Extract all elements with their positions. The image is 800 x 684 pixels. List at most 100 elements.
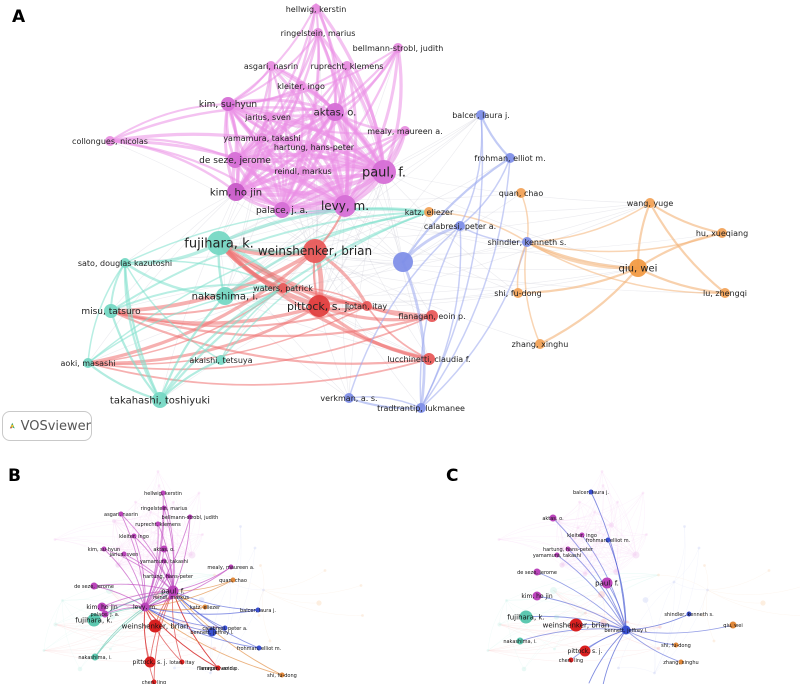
node-teal[interactable]	[216, 355, 226, 365]
node-pink[interactable]	[221, 97, 235, 111]
node-c[interactable]	[516, 637, 524, 645]
node-b[interactable]	[279, 672, 285, 678]
node-pink[interactable]	[274, 202, 290, 218]
node-c[interactable]	[568, 657, 574, 663]
node-b[interactable]	[222, 625, 228, 631]
node-b[interactable]	[90, 582, 98, 590]
node-b[interactable]	[87, 613, 101, 627]
node-c[interactable]	[601, 577, 613, 589]
node-b[interactable]	[140, 602, 150, 612]
node-b[interactable]	[101, 546, 107, 552]
node-blue[interactable]	[344, 393, 354, 403]
node-b[interactable]	[228, 564, 234, 570]
node-c[interactable]	[729, 621, 737, 629]
node-pink[interactable]	[326, 103, 344, 121]
node-b[interactable]	[131, 533, 137, 539]
node-teal[interactable]	[120, 258, 130, 268]
node-c[interactable]	[579, 645, 591, 657]
node-c[interactable]	[588, 489, 594, 495]
node-b[interactable]	[155, 521, 161, 527]
node-b[interactable]	[215, 665, 221, 671]
node-c[interactable]	[549, 514, 557, 522]
node-c[interactable]	[673, 642, 679, 648]
node-red[interactable]	[426, 310, 438, 322]
node-teal[interactable]	[216, 287, 234, 305]
node-orange[interactable]	[645, 198, 655, 208]
node-teal[interactable]	[104, 304, 118, 318]
node-pink[interactable]	[400, 126, 410, 136]
node-orange[interactable]	[629, 259, 647, 277]
node-b[interactable]	[165, 573, 171, 579]
node-c[interactable]	[519, 610, 533, 624]
node-b[interactable]	[187, 514, 193, 520]
node-pink[interactable]	[334, 195, 356, 217]
node-blue[interactable]	[505, 153, 515, 163]
node-blue[interactable]	[393, 252, 413, 272]
node-b[interactable]	[230, 577, 236, 583]
node-b[interactable]	[161, 558, 167, 564]
node-b[interactable]	[97, 602, 107, 612]
node-orange[interactable]	[720, 288, 730, 298]
node-pink[interactable]	[372, 160, 396, 184]
node-pink[interactable]	[342, 61, 352, 71]
node-b[interactable]	[118, 511, 124, 517]
node-b[interactable]	[148, 619, 162, 633]
node-pink[interactable]	[393, 43, 403, 53]
node-red[interactable]	[278, 283, 288, 293]
node-b[interactable]	[161, 505, 167, 511]
node-b[interactable]	[151, 679, 157, 684]
node-red[interactable]	[423, 353, 435, 365]
node-c[interactable]	[678, 659, 684, 665]
node-b[interactable]	[144, 656, 156, 668]
node-orange[interactable]	[516, 188, 526, 198]
node-c[interactable]	[686, 611, 692, 617]
node-pink[interactable]	[309, 142, 319, 152]
node-blue[interactable]	[455, 221, 465, 231]
node-c[interactable]	[554, 552, 560, 558]
node-pink[interactable]	[227, 152, 243, 168]
vosviewer-badge[interactable]: VOSviewer	[2, 411, 92, 441]
node-red[interactable]	[308, 295, 330, 317]
node-b[interactable]	[202, 604, 208, 610]
node-pink[interactable]	[227, 183, 245, 201]
node-orange[interactable]	[513, 288, 523, 298]
node-teal[interactable]	[152, 392, 168, 408]
node-orange[interactable]	[717, 228, 727, 238]
node-red[interactable]	[362, 301, 372, 311]
node-b[interactable]	[256, 645, 262, 651]
node-b[interactable]	[121, 551, 127, 557]
node-orange[interactable]	[535, 339, 545, 349]
node-b[interactable]	[168, 594, 174, 600]
node-blue[interactable]	[522, 237, 532, 247]
node-b[interactable]	[160, 490, 166, 496]
node-pink[interactable]	[105, 136, 115, 146]
node-red[interactable]	[303, 239, 327, 263]
node-c[interactable]	[621, 625, 631, 635]
node-pink[interactable]	[257, 133, 267, 143]
node-c[interactable]	[605, 537, 611, 543]
node-pink[interactable]	[266, 61, 276, 71]
node-c[interactable]	[532, 591, 542, 601]
node-teal[interactable]	[83, 358, 93, 368]
node-b[interactable]	[179, 659, 185, 665]
node-pink[interactable]	[298, 166, 308, 176]
node-b[interactable]	[91, 653, 99, 661]
node-b[interactable]	[255, 607, 261, 613]
node-blue[interactable]	[416, 403, 426, 413]
node-blue[interactable]	[476, 110, 486, 120]
node-pink[interactable]	[296, 81, 306, 91]
node-pink[interactable]	[263, 112, 273, 122]
node-c[interactable]	[565, 546, 571, 552]
node-c[interactable]	[569, 618, 583, 632]
node-b[interactable]	[160, 545, 168, 553]
node-c[interactable]	[533, 568, 541, 576]
node-pink[interactable]	[313, 28, 323, 38]
node-teal[interactable]	[207, 231, 231, 255]
node-pink[interactable]	[311, 4, 321, 14]
node-c[interactable]	[579, 532, 585, 538]
node-b[interactable]	[101, 610, 109, 618]
node-b[interactable]	[207, 627, 217, 637]
node-b[interactable]	[167, 585, 179, 597]
node-orange[interactable]	[424, 207, 434, 217]
edge-faint-pink	[117, 542, 158, 550]
